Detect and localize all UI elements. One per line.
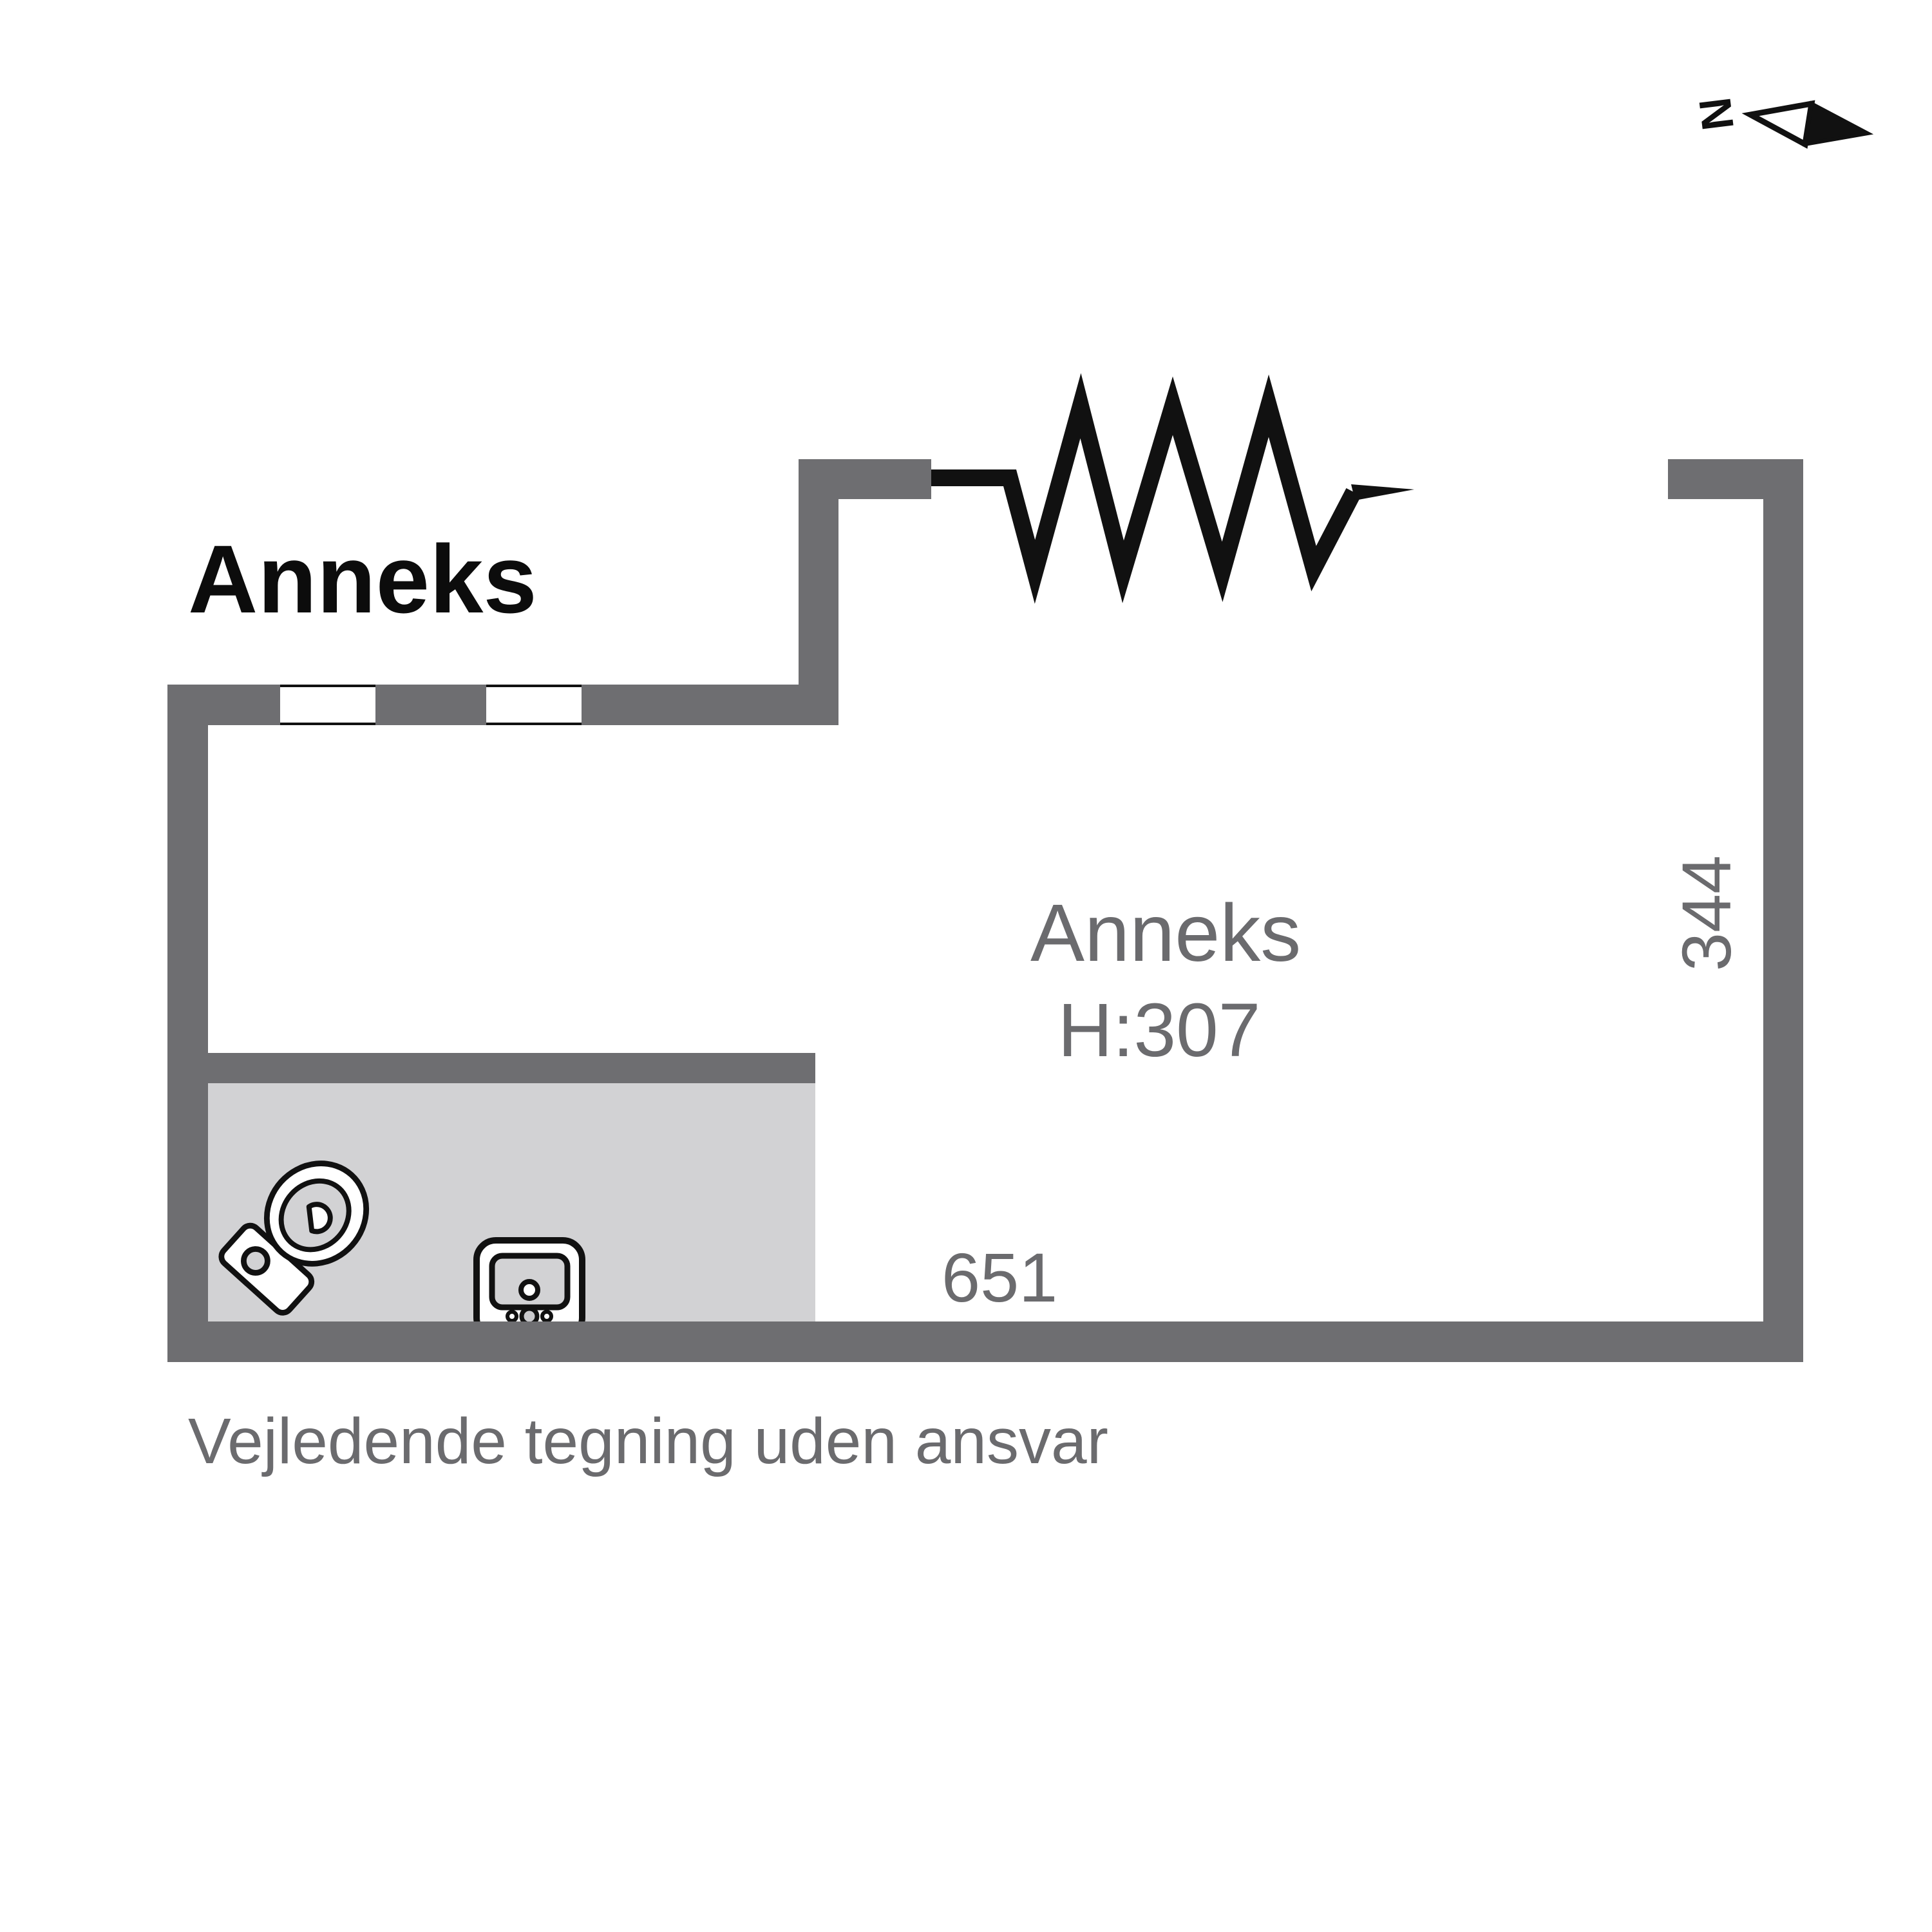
- window-icon: [280, 685, 375, 725]
- window-icon: [486, 685, 582, 725]
- toilet-icon: [218, 1160, 370, 1316]
- wall-right: [1763, 459, 1803, 1362]
- wall-step-vertical: [799, 459, 838, 725]
- wall-bottom: [167, 1321, 1803, 1362]
- room-height-label: H:307: [1057, 988, 1261, 1073]
- north-label: N: [1689, 95, 1744, 133]
- north-arrow-icon: [1741, 100, 1874, 149]
- wall-break-icon: [931, 373, 1414, 604]
- dimension-depth-label: 344: [1667, 855, 1745, 972]
- dimension-width-label: 651: [942, 1238, 1058, 1316]
- wall-left: [167, 685, 208, 1362]
- wall-interior-bathroom: [208, 1053, 815, 1083]
- page-title: Anneks: [188, 525, 537, 633]
- disclaimer-caption: Vejledende tegning uden ansvar: [188, 1405, 1108, 1477]
- wall-top-upper: [799, 459, 931, 499]
- room-name-label: Anneks: [1030, 887, 1302, 978]
